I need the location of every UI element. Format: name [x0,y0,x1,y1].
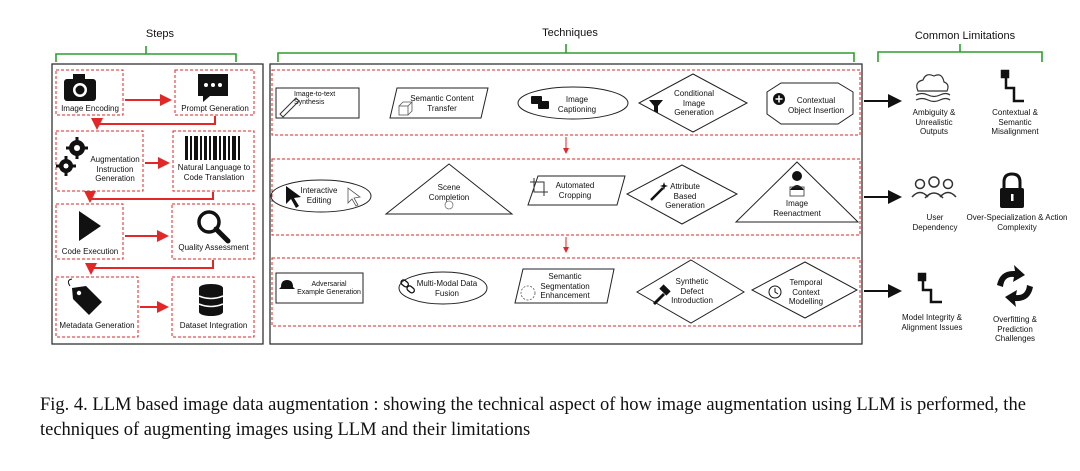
limitation-model-integrity: Model Integrity & Alignment Issues [901,313,963,332]
hammer-icon [652,284,671,306]
technique-image-to-text: Image-to-text Synthesis [294,91,336,106]
barcode-icon [185,136,240,160]
technique-contextual-object-insertion: Contextual Object Insertion [787,96,845,115]
link-icon [400,279,415,294]
technique-rows [271,69,861,327]
technique-temporal-context-modelling: Temporal Context Modelling [788,278,824,306]
magic-wand-icon [650,182,668,201]
step-label-dataset-integration: Dataset Integration [179,321,248,330]
technique-multi-modal-data-fusion: Multi-Modal Data Fusion [416,279,478,298]
step-label-prompt-generation: Prompt Generation [181,104,249,113]
cycle-arrows-icon [997,265,1033,307]
steps-header: Steps [145,28,175,40]
segment-icon [520,285,536,301]
clock-icon [768,285,782,299]
limitation-contextual-misalignment: Contextual & Semantic Misalignment [991,108,1039,136]
steps-panel [51,63,264,345]
gears-icon [56,137,88,176]
refresh-icon [444,200,454,210]
fog-cloud-icon [915,74,951,103]
funnel-icon [649,100,663,113]
step-label-metadata-generation: Metadata Generation [59,321,135,330]
limitation-arrows [864,94,902,298]
database-icon [198,284,224,316]
person-icon [789,171,805,197]
limitation-over-specialization: Over-Specialization & Action Complexity [966,213,1068,232]
technique-conditional-image-generation: Conditional Image Generation [673,89,715,117]
technique-automated-cropping: Automated Cropping [555,181,595,200]
technique-interactive-editing: Interactive Editing [300,186,338,205]
limitation-overfitting: Overfitting & Prediction Challenges [992,315,1037,343]
limitation-ambiguity: Ambiguity & Unrealistic Outputs [912,108,956,136]
cursor-icon [286,186,361,208]
techniques-brace [277,44,855,62]
flow-connector-icon-2 [917,272,942,304]
users-icon [911,176,957,199]
techniques-header: Techniques [542,27,598,39]
technique-semantic-segmentation-enhancement: Semantic Segmentation Enhancement [540,272,590,300]
alarm-icon [279,280,295,289]
play-icon [79,211,101,241]
technique-image-captioning: Image Captioning [557,95,597,114]
technique-scene-completion: Scene Completion [428,183,470,202]
crop-icon [530,178,548,196]
magnifier-icon [197,210,231,244]
chat-bubble-icon [198,74,228,102]
limitations-header: Common Limitations [914,30,1016,42]
lock-icon [1000,172,1024,208]
techniques-panel [269,63,863,345]
technique-synthetic-defect-introduction: Synthetic Defect Introduction [671,277,713,305]
pencil-icon [279,97,300,118]
step-label-image-encoding: Image Encoding [61,104,119,113]
figure-caption: Fig. 4. LLM based image data augmentatio… [40,395,1026,440]
step-label-augmentation-instruction: Augmentation Instruction Generation [90,155,140,183]
technique-adversarial-example-generation: Adversarial Example Generation [297,281,361,296]
plus-circle-icon [773,93,785,105]
step-flow-arrows [84,94,216,313]
tag-icon [67,278,102,315]
technique-attribute-based-generation: Attribute Based Generation [665,182,705,210]
steps-brace [55,46,237,62]
cube-icon [398,101,413,116]
step-boxes [55,69,255,338]
step-label-code-execution: Code Execution [61,247,119,256]
technique-semantic-content-transfer: Semantic Content Transfer [410,94,474,113]
step-label-nl-to-code: Natural Language to Code Translation [177,163,251,182]
limitation-user-dependency: User Dependency [912,213,958,232]
limitations-brace [877,44,1043,62]
technique-shapes [270,73,860,324]
camera-icon [64,74,96,101]
technique-image-reenactment: Image Reenactment [773,199,821,218]
speech-bubbles-icon [531,96,549,109]
flow-connector-icon-1 [1000,69,1024,103]
step-label-quality-assessment: Quality Assessment [178,243,249,252]
